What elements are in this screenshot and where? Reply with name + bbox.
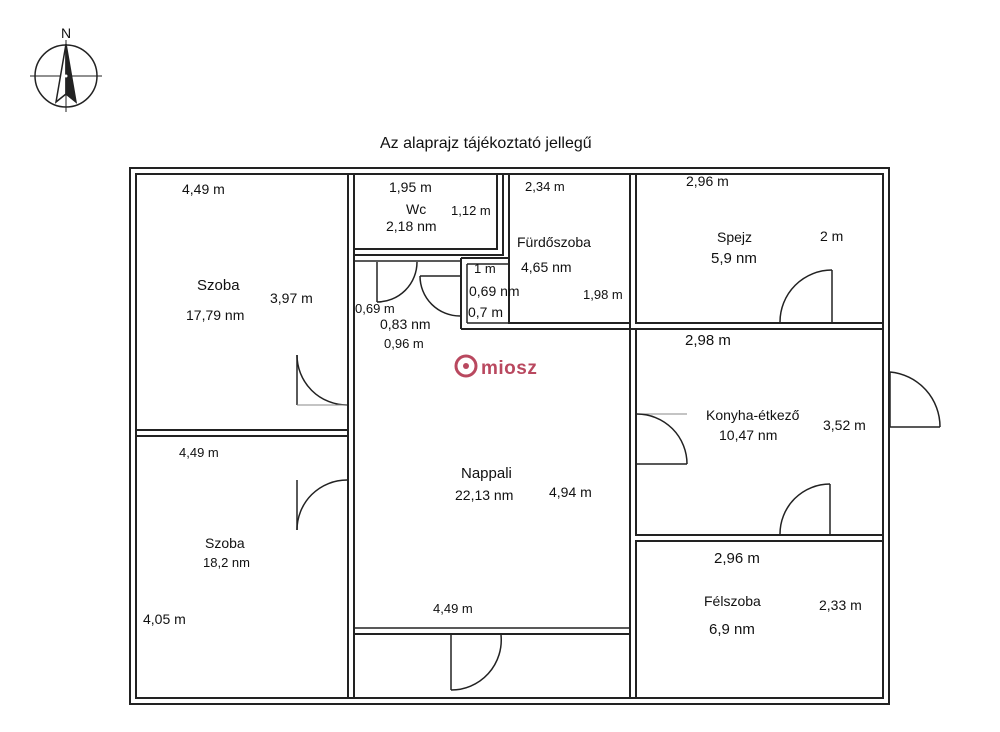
szoba-top-width: 4,49 m	[182, 181, 225, 197]
nappali-area: 22,13 nm	[455, 487, 513, 503]
wc-name: Wc	[406, 201, 426, 217]
szoba-bottom-name: Szoba	[205, 535, 245, 551]
felszoba-width: 2,96 m	[714, 550, 760, 567]
felszoba-depth: 2,33 m	[819, 597, 862, 613]
spejz-name: Spejz	[717, 229, 752, 245]
furdo-depth: 1,98 m	[583, 287, 623, 302]
furdo-width: 2,34 m	[525, 179, 565, 194]
szoba-bottom-depth: 4,05 m	[143, 611, 186, 627]
furdo-area: 4,65 nm	[521, 259, 572, 275]
nappali-name: Nappali	[461, 465, 512, 482]
szoba-top-area: 17,79 nm	[186, 307, 244, 323]
felszoba-area: 6,9 nm	[709, 621, 755, 638]
north-arrow-icon: N	[30, 25, 102, 112]
hall-dim-a: 0,69 m	[355, 301, 395, 316]
konyha-area: 10,47 nm	[719, 427, 777, 443]
north-label: N	[61, 25, 71, 41]
hall-dim-b: 0,69 nm	[469, 283, 520, 299]
nappali-depth: 4,94 m	[549, 484, 592, 500]
hall-area: 0,83 nm	[380, 316, 431, 332]
furdo-small-width: 1 m	[474, 261, 496, 276]
watermark-text: miosz	[481, 358, 537, 379]
spejz-depth: 2 m	[820, 228, 843, 244]
hall-dim-c: 0,7 m	[468, 304, 503, 320]
doors	[296, 261, 941, 691]
furdo-name: Fürdőszoba	[517, 234, 591, 250]
wc-area: 2,18 nm	[386, 218, 437, 234]
szoba-bottom-area: 18,2 nm	[203, 555, 250, 570]
felszoba-name: Félszoba	[704, 593, 761, 609]
spejz-width: 2,96 m	[686, 173, 729, 189]
wc-width: 1,95 m	[389, 179, 432, 195]
szoba-top-name: Szoba	[197, 277, 240, 294]
konyha-name: Konyha-étkező	[706, 407, 800, 423]
walls	[129, 167, 890, 705]
nappali-width: 4,49 m	[433, 601, 473, 616]
plan-title: Az alaprajz tájékoztató jellegű	[380, 135, 592, 152]
konyha-width: 2,98 m	[685, 332, 731, 349]
watermark-logo: miosz	[454, 354, 537, 379]
szoba-top-depth: 3,97 m	[270, 290, 313, 306]
szoba-bottom-width: 4,49 m	[179, 445, 219, 460]
wc-depth: 1,12 m	[451, 203, 491, 218]
hall-dim-d: 0,96 m	[384, 336, 424, 351]
spejz-area: 5,9 nm	[711, 250, 757, 267]
room-labels: 4,49 m Szoba 3,97 m 17,79 nm 1,95 m Wc 1…	[143, 173, 866, 638]
konyha-depth: 3,52 m	[823, 417, 866, 433]
